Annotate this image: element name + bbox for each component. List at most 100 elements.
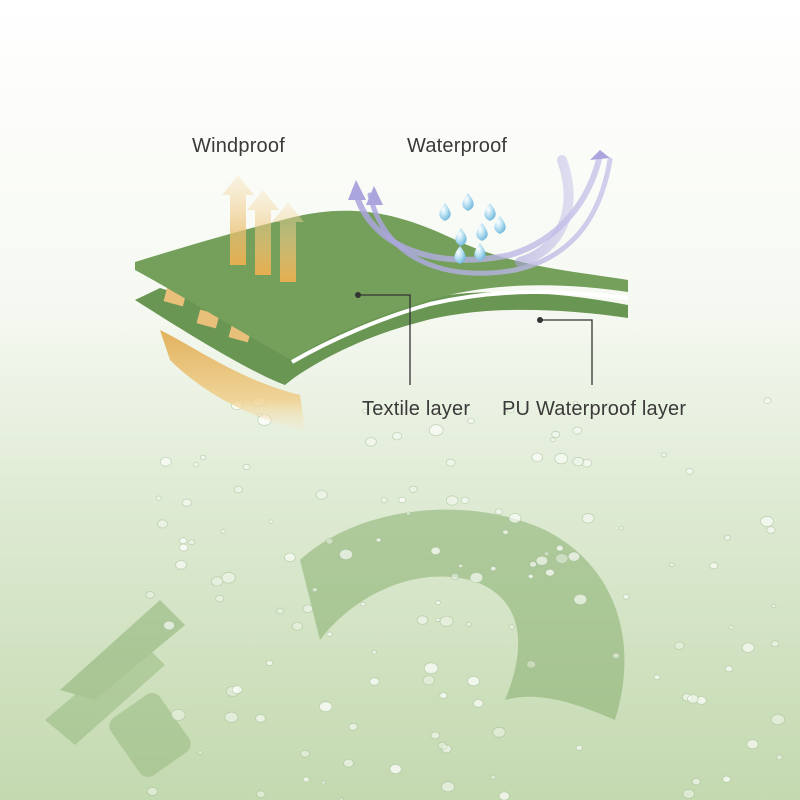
- wind-particles: [160, 287, 305, 430]
- layer-separator: [290, 289, 629, 364]
- water-droplet: [362, 408, 368, 414]
- water-droplet: [543, 551, 550, 556]
- water-droplet: [435, 617, 441, 622]
- water-droplet: [441, 781, 455, 793]
- water-droplet: [430, 731, 440, 740]
- water-droplet: [179, 537, 188, 545]
- water-droplet: [408, 485, 418, 493]
- water-droplet: [231, 685, 243, 694]
- water-droplet: [604, 403, 611, 409]
- water-droplet: [724, 665, 734, 673]
- water-droplet: [416, 615, 429, 625]
- water-droplet: [428, 424, 444, 437]
- water-droplet: [300, 749, 310, 758]
- water-droplet: [581, 513, 595, 524]
- water-droplet: [682, 788, 695, 799]
- water-droplet: [527, 574, 534, 579]
- water-droplet: [365, 437, 377, 447]
- water-droplet: [567, 551, 581, 562]
- water-droplet: [439, 692, 448, 699]
- water-droplet: [422, 675, 435, 686]
- water-droplet: [612, 652, 620, 659]
- water-drop-icon: [454, 246, 466, 264]
- water-droplet: [302, 604, 314, 614]
- water-droplet: [746, 739, 759, 750]
- water-droplet: [660, 452, 668, 458]
- water-droplet: [506, 406, 515, 413]
- water-droplet: [163, 620, 176, 631]
- water-droplet: [155, 495, 162, 501]
- water-droplet: [467, 417, 475, 424]
- water-droplet: [360, 601, 366, 607]
- water-droplet: [494, 508, 503, 516]
- water-droplet: [526, 660, 537, 669]
- water-droplet: [325, 537, 334, 545]
- water-droplet: [709, 562, 719, 570]
- water-droplet: [302, 776, 310, 783]
- water-droplet: [775, 754, 783, 761]
- water-droplet: [572, 426, 583, 435]
- water-droplet: [233, 485, 244, 494]
- water-drop-icon: [474, 243, 486, 261]
- water-droplet: [178, 543, 189, 552]
- water-droplet: [668, 562, 675, 568]
- water-droplet: [146, 786, 158, 796]
- water-droplet: [170, 709, 186, 722]
- water-droplet: [339, 548, 353, 561]
- water-droplet: [450, 572, 460, 580]
- water-drop-icon: [462, 193, 474, 211]
- water-droplet: [437, 741, 447, 750]
- water-droplet: [405, 511, 411, 516]
- water-droplet: [445, 458, 456, 467]
- water-droplet: [188, 539, 196, 546]
- water-droplet: [531, 452, 543, 463]
- water-drop-icon: [484, 203, 496, 221]
- water-drop-icon: [439, 203, 451, 221]
- water-droplet: [492, 726, 506, 738]
- water-droplet: [469, 572, 484, 584]
- water-droplet: [398, 496, 407, 504]
- water-droplet: [392, 432, 403, 441]
- water-droplet: [760, 515, 774, 527]
- water-droplet: [472, 699, 484, 708]
- water-droplet: [268, 519, 274, 524]
- water-droplet: [573, 593, 588, 606]
- water-droplet: [315, 489, 328, 500]
- water-droplet: [529, 561, 537, 568]
- water-droplet: [291, 621, 303, 631]
- water-droplet: [770, 713, 786, 726]
- water-droplet: [622, 593, 630, 600]
- water-droplet: [691, 777, 701, 786]
- water-droplet: [389, 764, 402, 775]
- water-droplet: [439, 615, 454, 627]
- water-droplet: [256, 790, 266, 798]
- water-droplet: [224, 711, 239, 723]
- water-droplet: [502, 529, 509, 535]
- water-droplet: [728, 625, 734, 630]
- water-drop-icon: [439, 193, 506, 264]
- water-droplet: [490, 774, 497, 780]
- water-droplet: [458, 563, 464, 568]
- water-droplet: [722, 775, 731, 783]
- water-droplet: [326, 631, 333, 637]
- textile-layer-label: Textile layer: [362, 398, 471, 420]
- water-droplet: [465, 621, 472, 627]
- water-droplet: [508, 624, 515, 630]
- water-droplet: [380, 497, 388, 504]
- water-droplet: [200, 454, 207, 461]
- water-droplet: [741, 642, 755, 653]
- water-droplet: [430, 546, 441, 556]
- water-drop-icon: [455, 228, 467, 246]
- water-droplet: [572, 400, 578, 406]
- water-droplet: [319, 701, 333, 713]
- water-droplet: [555, 553, 569, 564]
- water-droplet: [175, 560, 187, 570]
- wind-arrow-icon: [222, 175, 304, 282]
- water-droplet: [255, 714, 266, 723]
- water-droplet: [763, 397, 772, 405]
- water-droplet: [276, 607, 285, 615]
- water-drop-icon: [476, 223, 488, 241]
- water-droplet: [549, 437, 556, 443]
- water-droplet: [192, 462, 199, 468]
